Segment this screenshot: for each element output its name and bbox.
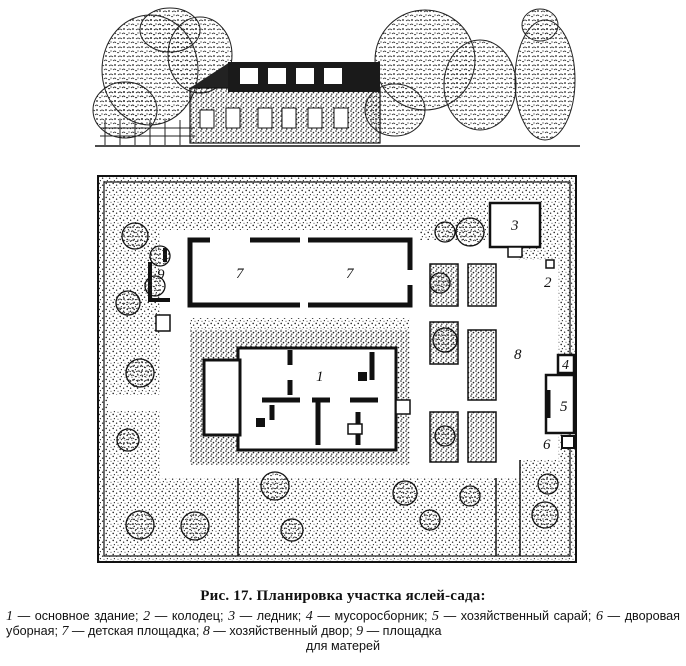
label-outhouse: 6 xyxy=(543,437,551,453)
outhouse xyxy=(561,435,575,449)
figure-legend: 1 — основное здание; 2 — колодец; 3 — ле… xyxy=(6,609,680,654)
plan-trees xyxy=(115,217,559,542)
site-plan-illustration: 7 7 9 1 xyxy=(92,7,580,563)
legend-item: 4 — мусоросборник; xyxy=(305,609,433,624)
label-playground-right: 7 xyxy=(346,266,355,282)
legend-item: 7 — детская площадка; xyxy=(61,624,203,639)
legend-item: 3 — ледник; xyxy=(228,609,306,624)
label-playground-left: 7 xyxy=(236,266,245,282)
figure-caption: Рис. 17. Планировка участка яслей-сада: … xyxy=(0,588,686,654)
label-main-building: 1 xyxy=(316,369,324,385)
figure-title: Рис. 17. Планировка участка яслей-сада: xyxy=(200,588,486,604)
legend-item: 9 — площадка xyxy=(356,624,442,639)
legend-item: 5 — хозяйственный сарай; xyxy=(432,609,596,624)
legend-tail: для матерей xyxy=(305,639,381,653)
label-shed: 5 xyxy=(560,399,568,415)
icehouse xyxy=(488,201,542,249)
waste-bin xyxy=(556,353,576,375)
well xyxy=(545,259,555,269)
label-icehouse: 3 xyxy=(510,218,519,234)
tree-group-right xyxy=(364,8,576,141)
tree-group-left xyxy=(92,7,233,139)
fence xyxy=(100,120,195,145)
label-mothers-area: 9 xyxy=(157,267,165,283)
legend-item: 8 — хозяйственный двор; xyxy=(202,624,357,639)
perspective-view xyxy=(92,7,580,147)
main-building-annex xyxy=(202,358,242,437)
legend-item: 6 — дворовая уборная; xyxy=(6,609,680,638)
label-well: 2 xyxy=(544,275,552,291)
legend-item: 2 — колодец; xyxy=(143,609,229,624)
legend-item: 1 — основное здание; xyxy=(6,609,144,624)
site-plan: 7 7 9 1 xyxy=(97,175,577,563)
playground-enclosures xyxy=(187,237,413,308)
label-waste-bin: 4 xyxy=(562,358,569,373)
label-utility-yard: 8 xyxy=(514,347,522,363)
building-perspective xyxy=(189,62,381,144)
